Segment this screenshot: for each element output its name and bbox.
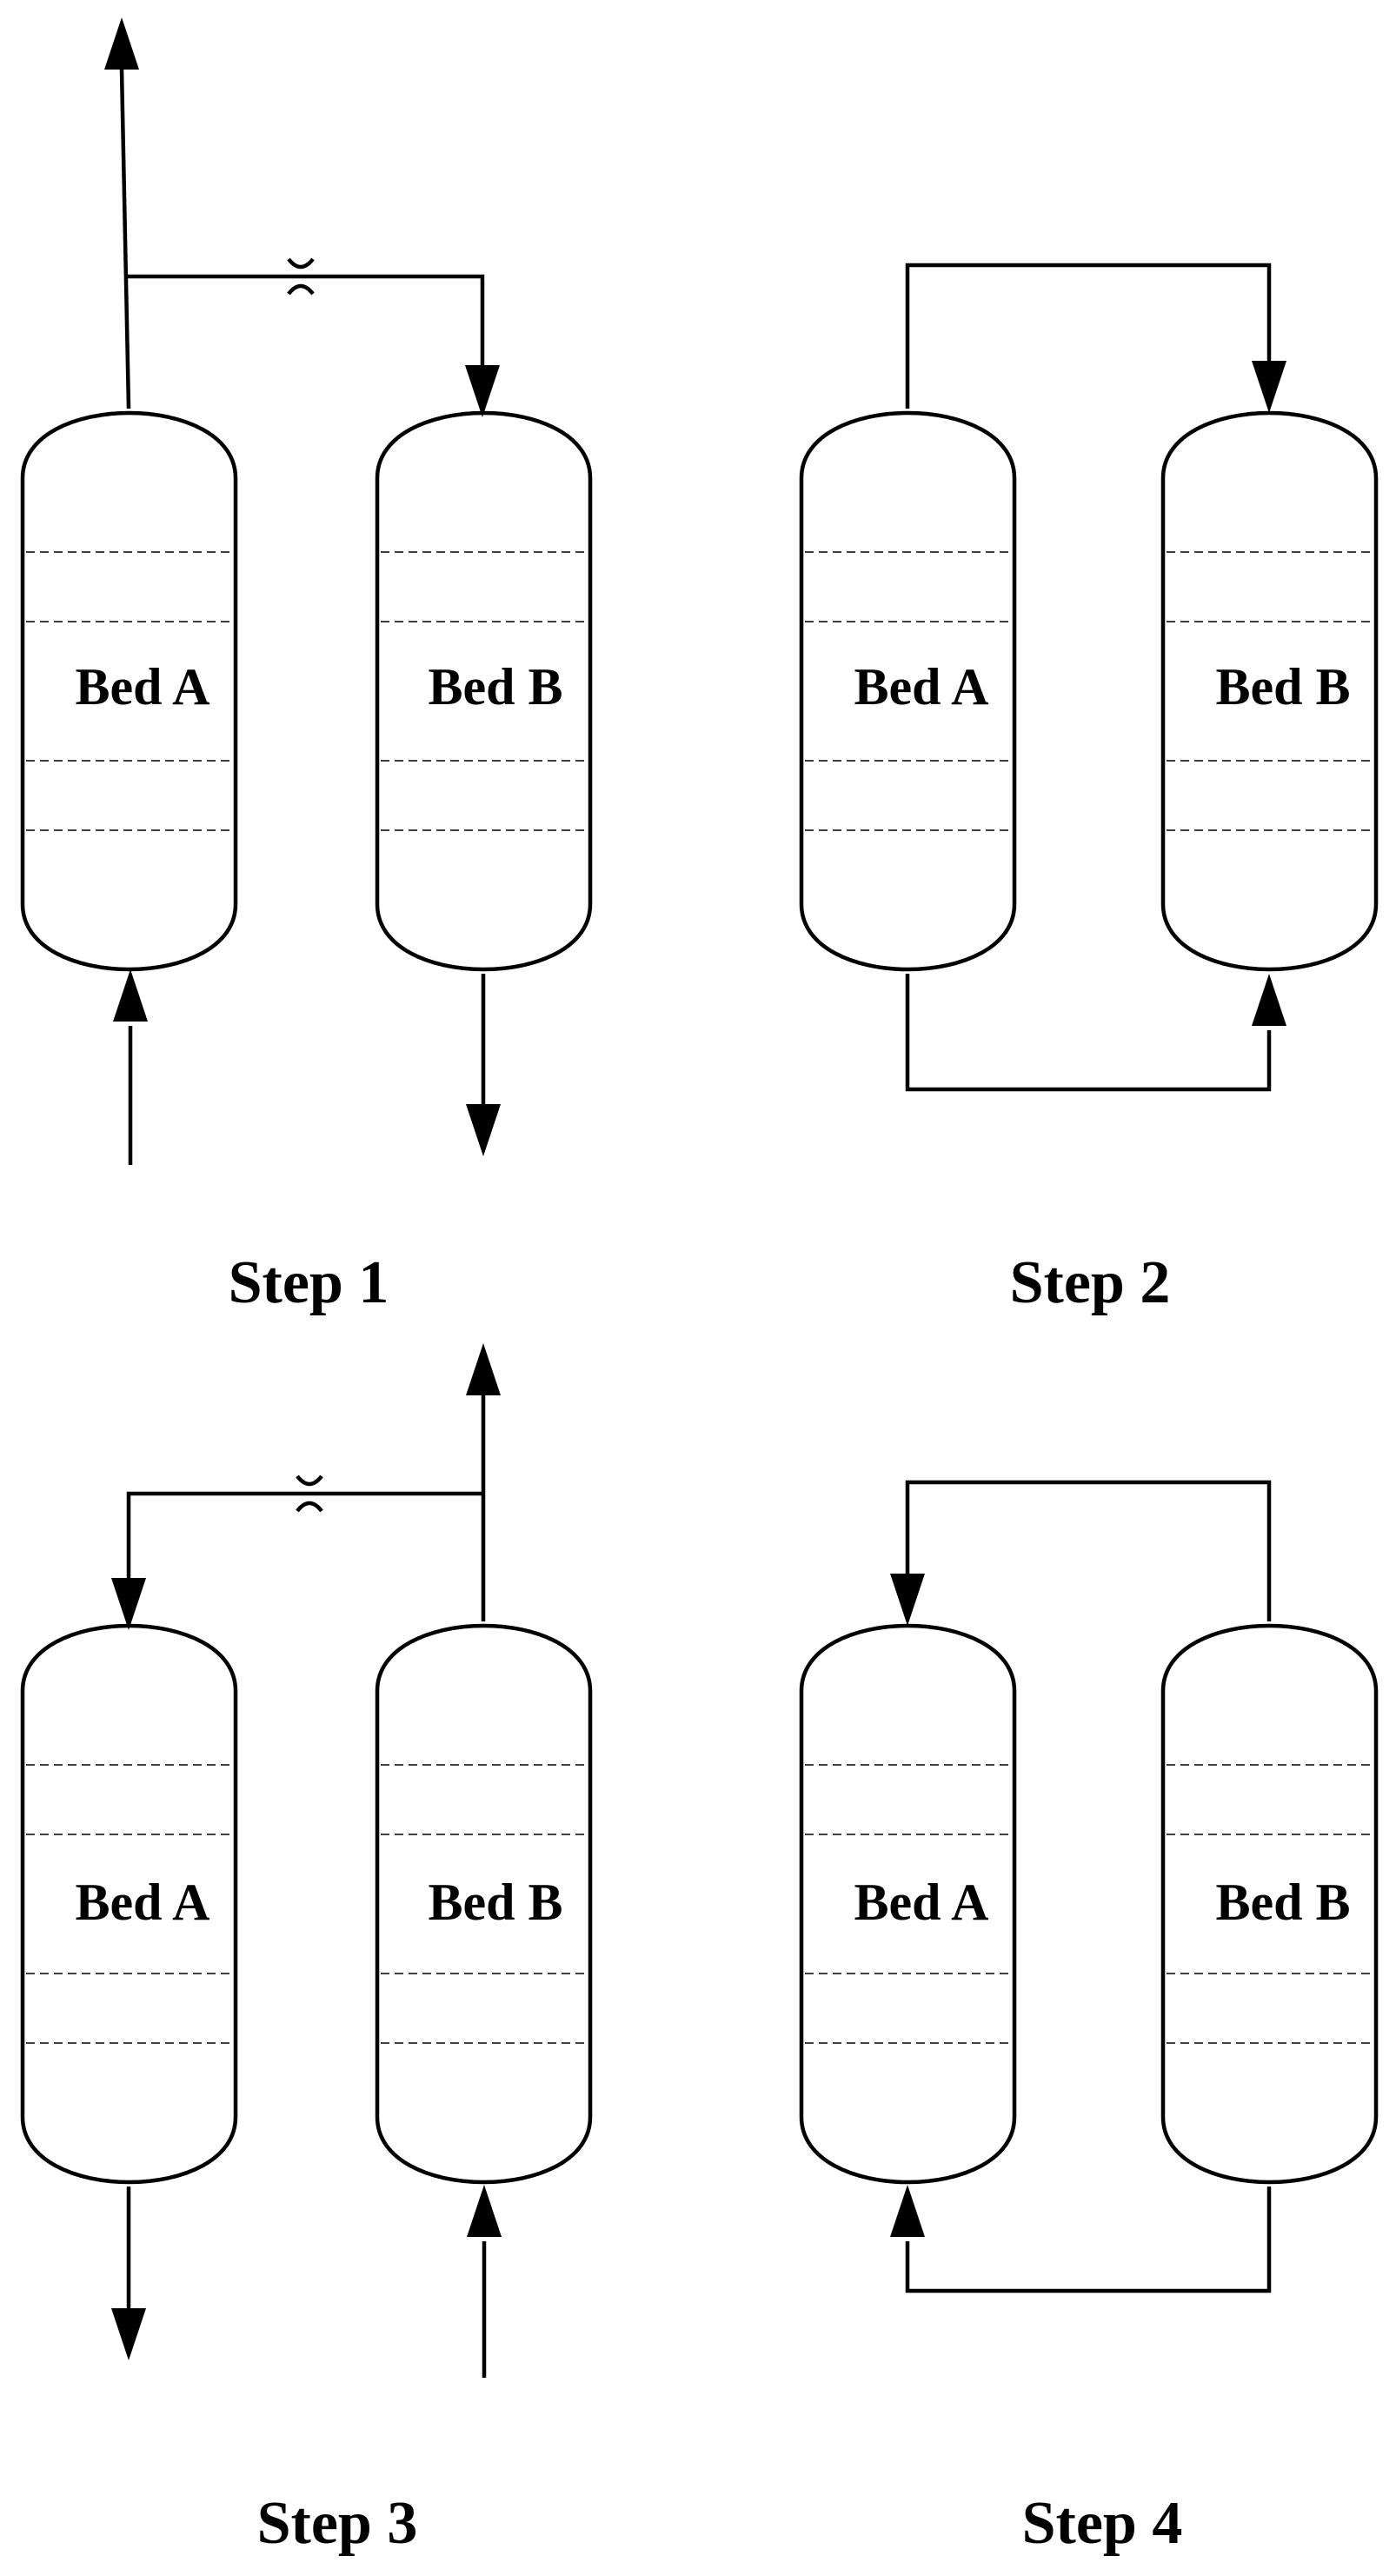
panel-step-1: Bed A Bed B Step 1: [23, 17, 590, 1316]
waste-arrow-icon: [111, 2308, 146, 2360]
top-arrow-icon: [890, 1574, 925, 1626]
panel-step-3: Bed A Bed B Step 3: [23, 1343, 590, 2557]
purge-line: [125, 274, 485, 365]
product-line: [119, 69, 131, 409]
top-equalization-line: [905, 1480, 1272, 1621]
purge-arrow-icon: [111, 1578, 146, 1630]
bed-b-label: Bed B: [1215, 658, 1350, 716]
panel-step-2: Bed A Bed B Step 2: [801, 263, 1376, 1316]
step-label: Step 1: [229, 1249, 389, 1316]
step-label: Step 2: [1010, 1249, 1171, 1316]
feed-arrow-icon: [467, 2185, 502, 2237]
waste-arrow-icon: [466, 1104, 501, 1156]
bottom-equalization-line: [905, 2187, 1272, 2293]
bed-a-label: Bed A: [75, 1874, 209, 1931]
bottom-arrow-icon: [890, 2185, 925, 2237]
bottom-equalization-line: [905, 974, 1272, 1092]
top-arrow-icon: [1252, 361, 1286, 413]
purge-arrow-icon: [465, 365, 500, 417]
step-label: Step 4: [1022, 2490, 1183, 2557]
purge-line: [126, 1491, 483, 1578]
bottom-arrow-icon: [1252, 974, 1286, 1026]
product-arrow-icon: [466, 1343, 501, 1395]
product-arrow-icon: [104, 17, 139, 70]
bed-a-label: Bed A: [854, 1874, 988, 1931]
step-label: Step 3: [257, 2490, 418, 2557]
panel-step-4: Bed A Bed B Step 4: [801, 1480, 1376, 2557]
bed-b-label: Bed B: [428, 1874, 562, 1931]
feed-arrow-icon: [113, 969, 148, 1022]
bed-a-label: Bed A: [75, 658, 209, 716]
bed-b-label: Bed B: [428, 658, 562, 716]
bed-b-label: Bed B: [1215, 1874, 1350, 1931]
top-equalization-line: [905, 263, 1272, 409]
bed-a-label: Bed A: [854, 658, 988, 716]
